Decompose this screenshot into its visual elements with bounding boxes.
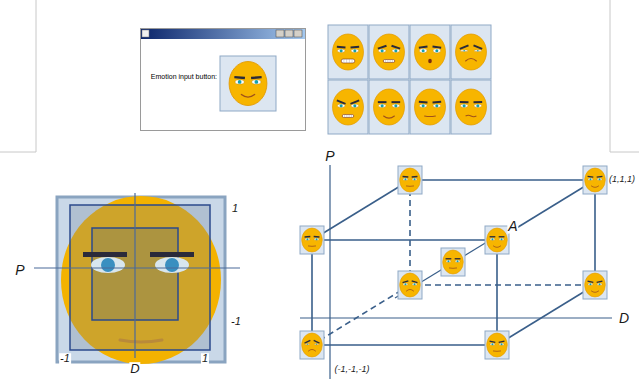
axis-label: D	[618, 311, 630, 326]
face-button	[369, 80, 409, 134]
face-button	[300, 331, 324, 359]
face-button	[441, 248, 465, 276]
axis-label: -1	[230, 316, 242, 328]
face-button	[485, 331, 509, 359]
face-button	[398, 271, 422, 299]
vertex-coordinate: (1,1,1)	[608, 175, 636, 184]
emotion-face	[374, 34, 405, 70]
axis-label: 1	[231, 203, 239, 215]
emotion-face	[400, 168, 421, 192]
emotion-face	[487, 333, 508, 357]
face-grid	[328, 25, 491, 134]
emotion-face	[333, 89, 364, 125]
emotion-face	[415, 34, 446, 70]
face-button	[369, 25, 409, 79]
face-button	[451, 25, 491, 79]
emotion-face	[415, 89, 446, 125]
emotion-face	[585, 273, 606, 297]
app-window: Emotion input button:	[140, 28, 306, 131]
axis-label: -1	[59, 353, 71, 365]
emotion-face	[302, 228, 323, 252]
face-button	[583, 271, 607, 299]
face-button	[583, 166, 607, 194]
emotion-face	[456, 89, 487, 125]
axis-label: 1	[201, 353, 209, 365]
axis-label: P	[324, 149, 335, 164]
emotion-face	[229, 62, 267, 106]
face-button	[410, 80, 450, 134]
emotion-face	[585, 168, 606, 192]
face-button	[398, 166, 422, 194]
axis-label: A	[507, 219, 518, 234]
face-button	[410, 25, 450, 79]
emotion-cube	[300, 165, 612, 379]
emotion-face	[400, 273, 421, 297]
emotion-face	[302, 333, 323, 357]
emotion-face	[487, 228, 508, 252]
face-button	[300, 226, 324, 254]
face-button	[220, 56, 276, 111]
emotion-face	[374, 89, 405, 125]
face-axes-figure	[34, 193, 240, 364]
emotion-face	[333, 34, 364, 70]
input-label: Emotion input button:	[151, 73, 217, 80]
emotion-face	[443, 250, 464, 274]
axis-label: D	[129, 362, 140, 376]
face-button	[328, 80, 368, 134]
page-separator	[0, 0, 639, 152]
emotion-face	[456, 34, 487, 70]
vertex-coordinate: (-1,-1,-1)	[333, 365, 370, 374]
face-button	[451, 80, 491, 134]
face-button	[328, 25, 368, 79]
axis-label: P	[14, 263, 25, 278]
face-button	[485, 226, 509, 254]
